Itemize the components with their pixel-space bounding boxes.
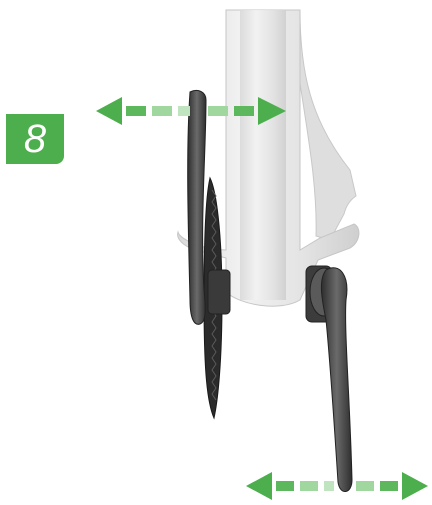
step-badge: 8 — [6, 114, 64, 164]
step-number: 8 — [24, 119, 46, 159]
right-crank-arm — [306, 266, 352, 492]
bottom-adjust-arrow-icon — [246, 472, 428, 500]
